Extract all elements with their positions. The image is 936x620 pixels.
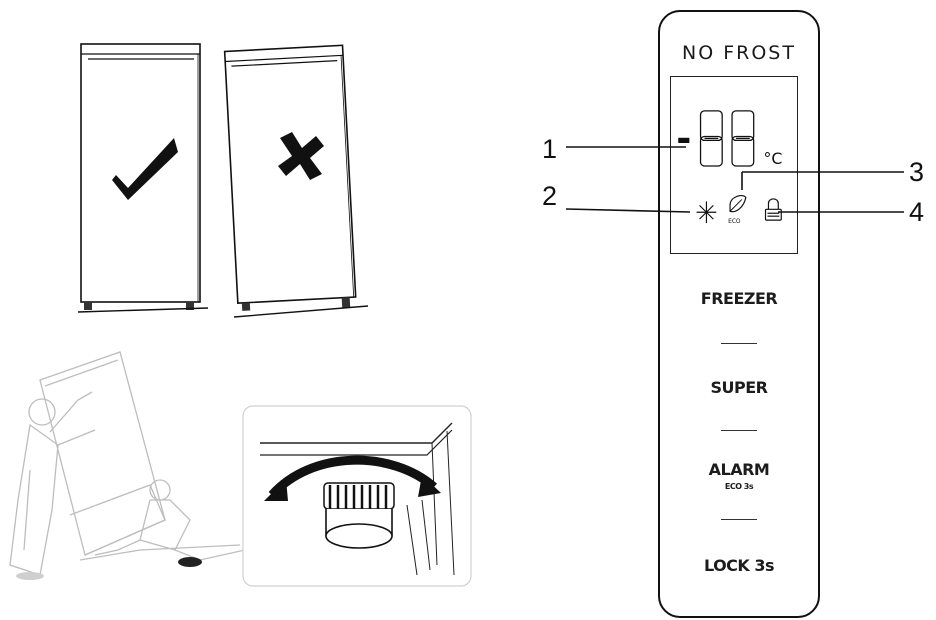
digit-1 bbox=[699, 110, 723, 167]
tilted-fridge-illustration bbox=[223, 44, 369, 318]
adjustable-foot-detail bbox=[242, 405, 472, 587]
level-fridge-illustration bbox=[77, 43, 209, 313]
callout-number-3: 3 bbox=[909, 157, 925, 187]
lcd-display: °C ECO bbox=[670, 76, 798, 254]
callout-number-2: 2 bbox=[542, 181, 558, 211]
callout-number-4: 4 bbox=[909, 197, 925, 227]
eco-label: ECO bbox=[728, 219, 741, 225]
digit-2 bbox=[731, 110, 755, 167]
eco-leaf-icon: ECO bbox=[728, 195, 747, 225]
super-button[interactable]: SUPER bbox=[710, 378, 769, 397]
freezer-button[interactable]: FREEZER bbox=[700, 289, 778, 308]
alarm-button[interactable]: ALARM bbox=[708, 460, 770, 479]
divider bbox=[721, 343, 757, 344]
lock-button[interactable]: LOCK 3s bbox=[703, 556, 775, 575]
brand-logo: NO FROST bbox=[682, 42, 796, 64]
checkmark-icon bbox=[112, 138, 178, 200]
snowflake-icon bbox=[696, 201, 717, 224]
control-panel: NO FROST °C bbox=[658, 10, 820, 618]
divider bbox=[721, 430, 757, 431]
unit-label: °C bbox=[764, 149, 783, 168]
divider bbox=[721, 519, 757, 520]
alarm-eco-sublabel: ECO 3s bbox=[724, 482, 754, 491]
callout-number-1: 1 bbox=[542, 134, 558, 164]
installation-scene-illustration bbox=[9, 351, 245, 580]
padlock-icon bbox=[764, 198, 782, 221]
cross-icon bbox=[278, 132, 324, 180]
